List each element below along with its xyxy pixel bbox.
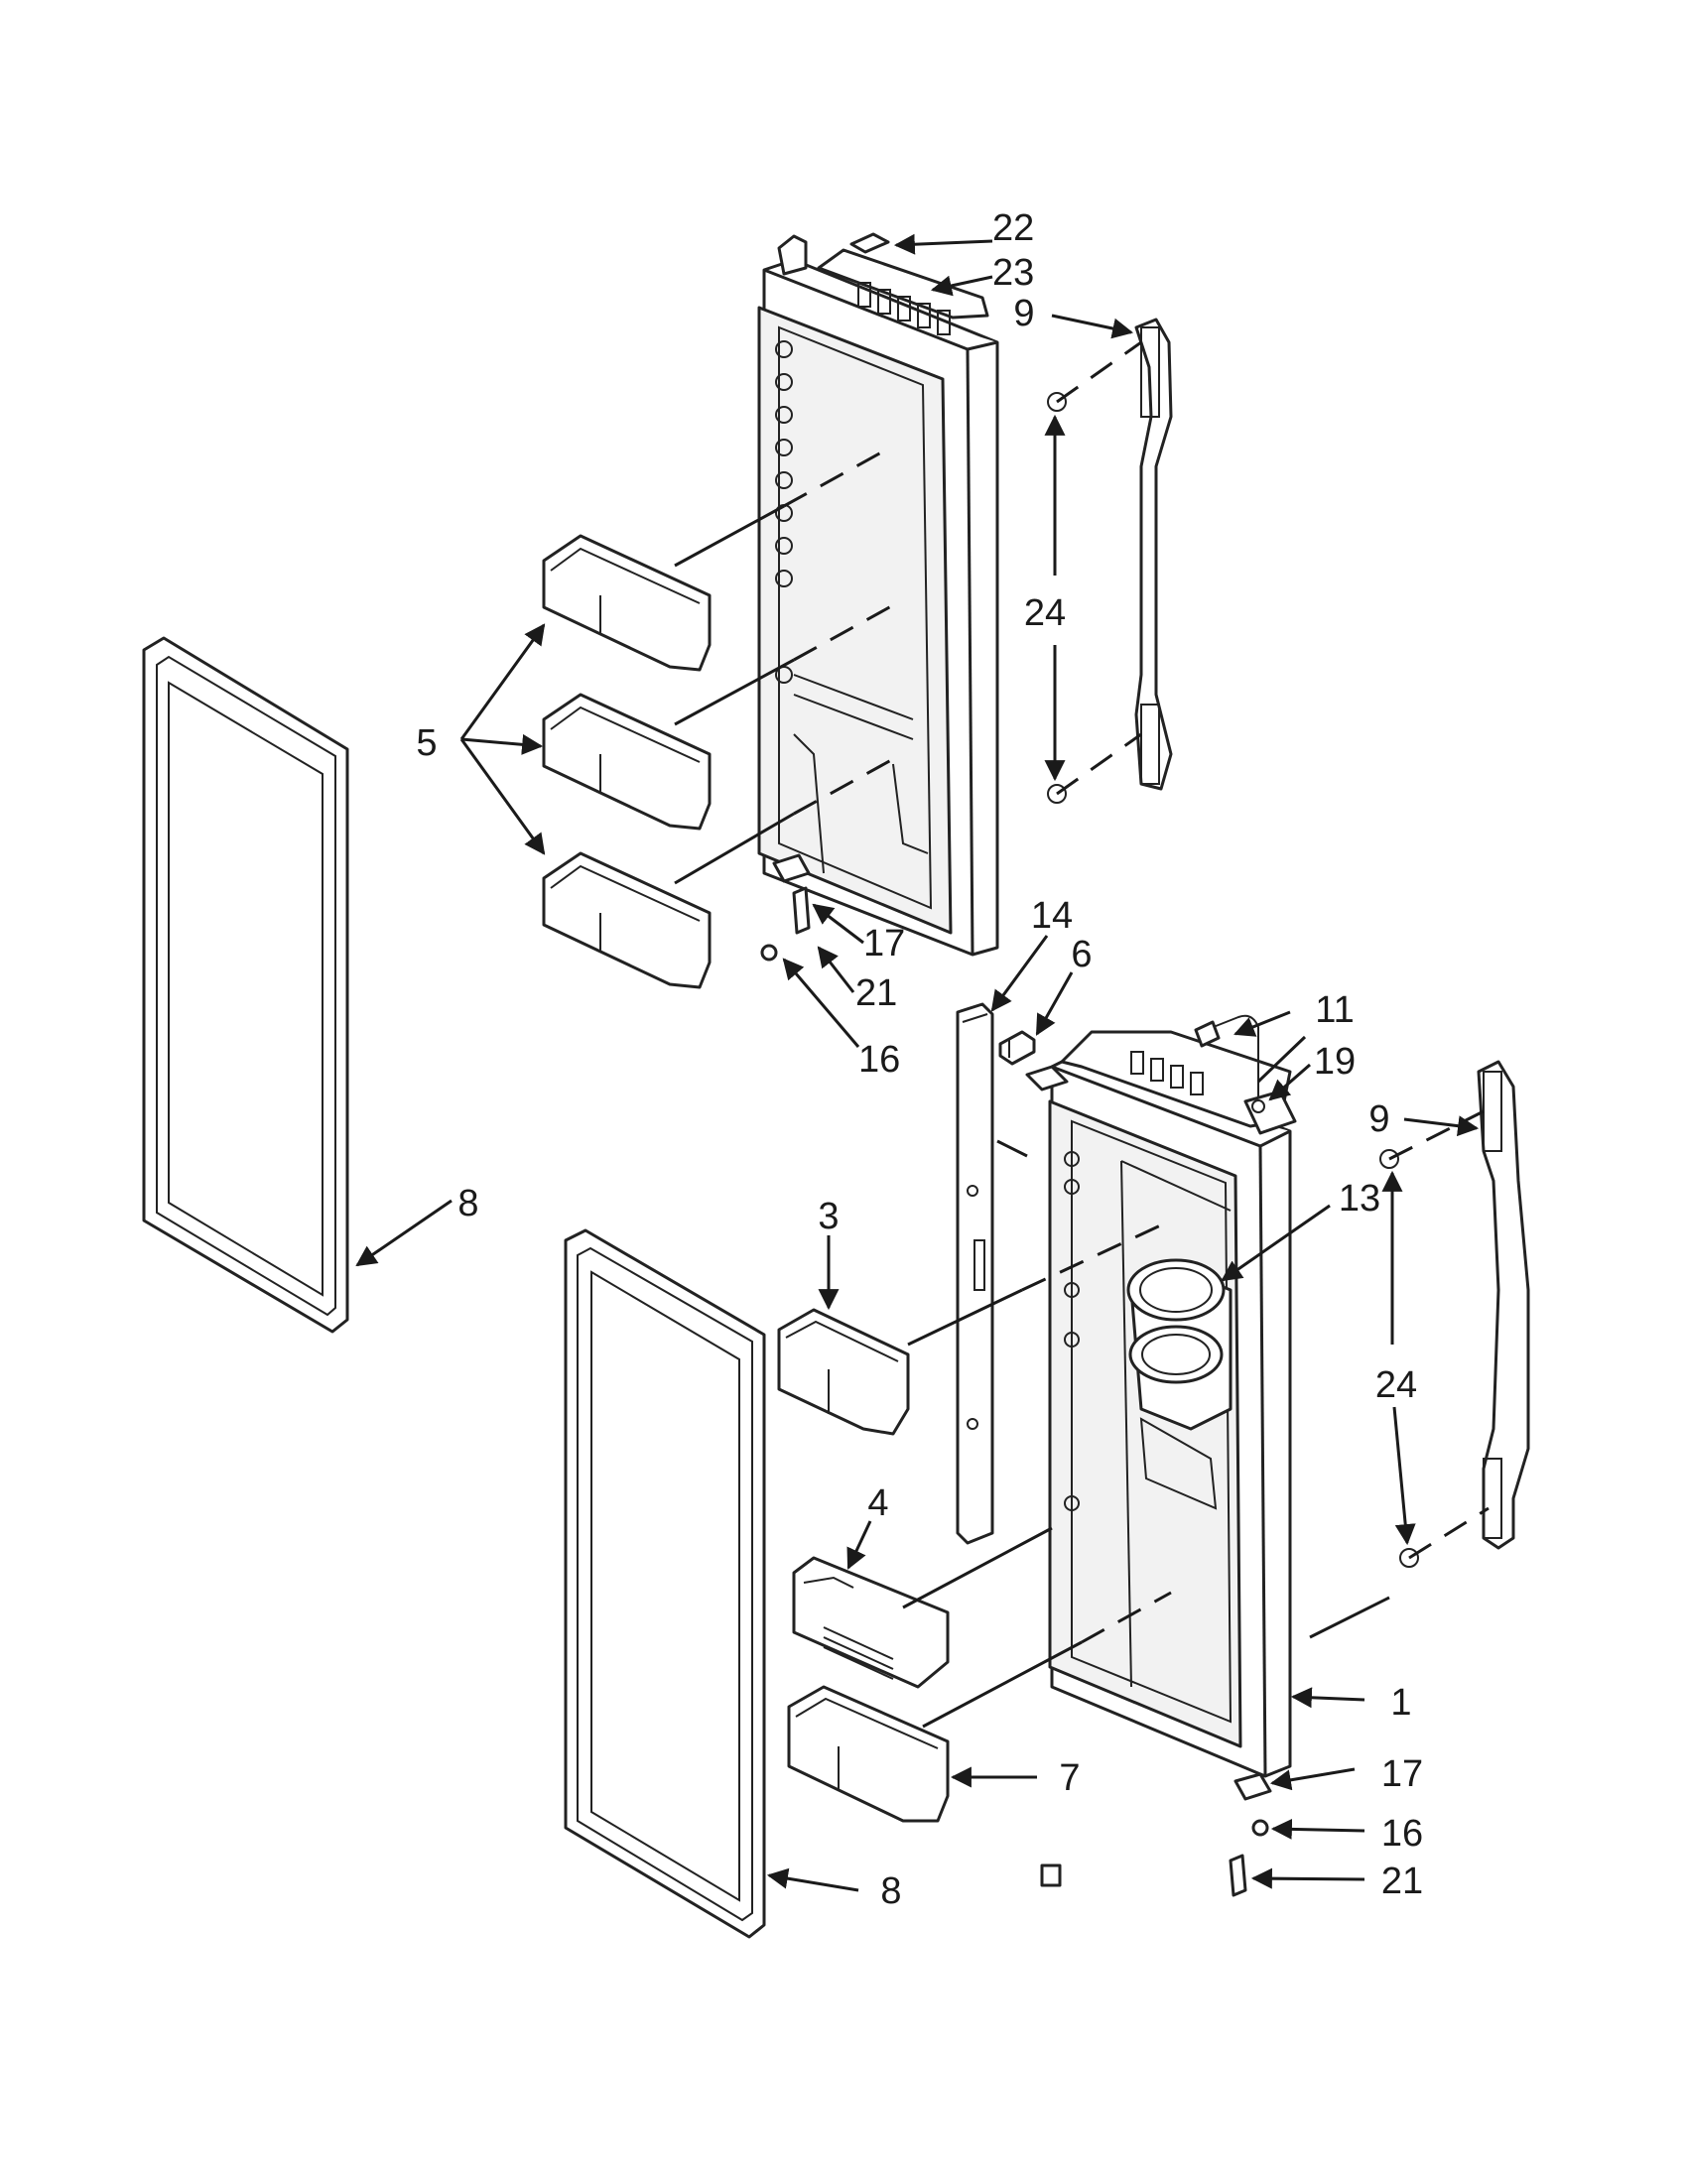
hinge-bar-part-14	[956, 1002, 994, 1545]
callout-4: 4	[867, 1482, 888, 1524]
door-bin	[542, 851, 712, 989]
callout-14: 14	[1031, 895, 1073, 937]
hinge-pin-hardware	[760, 853, 1272, 1897]
callout-8-upper: 8	[457, 1183, 478, 1224]
lower-door-assembly	[1025, 1030, 1297, 1887]
callout-16-lower: 16	[1381, 1813, 1423, 1855]
callout-17-upper: 17	[863, 923, 905, 964]
plug-part-22	[849, 232, 890, 254]
callout-22: 22	[992, 207, 1034, 249]
door-bin	[542, 693, 712, 831]
callout-9-upper: 9	[1013, 293, 1034, 334]
callout-3: 3	[818, 1196, 839, 1237]
callout-21-lower: 21	[1381, 1861, 1423, 1902]
door-bin-part-4	[792, 1556, 950, 1689]
callout-24-upper: 24	[1024, 592, 1066, 634]
shelf-detent-row	[775, 340, 793, 684]
callout-5: 5	[416, 722, 437, 764]
callout-8-lower: 8	[880, 1870, 901, 1912]
callout-1: 1	[1390, 1682, 1411, 1724]
lower-top-vents	[1130, 1051, 1204, 1095]
callout-17-lower: 17	[1381, 1753, 1423, 1795]
callout-16-upper: 16	[858, 1039, 900, 1081]
upper-handle	[1047, 318, 1173, 804]
callout-19: 19	[1314, 1041, 1356, 1083]
door-top-vents	[857, 282, 951, 335]
door-gasket-lower	[564, 1228, 766, 1939]
callout-11: 11	[1315, 989, 1354, 1031]
door-bin-part-7	[787, 1685, 950, 1823]
screw-part-6	[998, 1030, 1036, 1066]
door-gasket-upper	[142, 636, 349, 1334]
leader-arrows	[355, 233, 1480, 1892]
callout-13: 13	[1339, 1178, 1380, 1220]
door-bin	[542, 534, 712, 672]
water-tube-part-11	[1194, 1014, 1265, 1113]
upper-door-assembly	[757, 232, 999, 957]
lower-handle	[1379, 1060, 1530, 1568]
callout-24-lower: 24	[1375, 1364, 1417, 1406]
lower-shelf-detents	[1064, 1151, 1080, 1511]
callout-labels: 22 23 9 24 5 17 21 16 14 6 11 19 9 13 8 …	[416, 207, 1423, 1912]
assembly-lines	[674, 340, 1490, 1729]
door-bin-part-3	[777, 1308, 910, 1436]
callout-7: 7	[1059, 1757, 1080, 1799]
callout-6: 6	[1071, 934, 1092, 975]
callout-9-lower: 9	[1368, 1098, 1389, 1140]
door-bins-upper	[542, 534, 712, 989]
callout-21-upper: 21	[855, 972, 897, 1014]
callout-23: 23	[992, 252, 1034, 294]
